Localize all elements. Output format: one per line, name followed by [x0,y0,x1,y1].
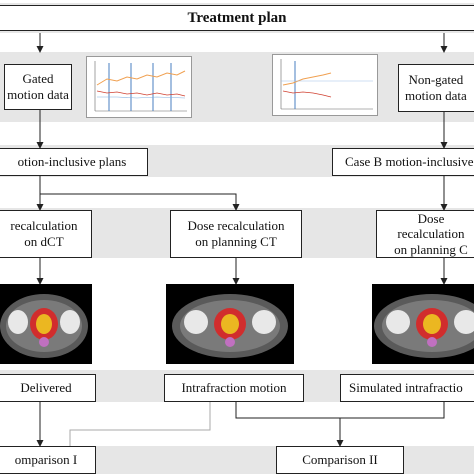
ct-image-simulated [372,284,474,364]
band-motion-data [0,52,474,122]
comparison-1-box: omparison I [0,446,96,474]
dose-recalculation-dct-box: recalculation on dCT [0,210,92,258]
simulated-intrafraction-box: Simulated intrafractio [340,374,474,402]
non-gated-motion-plot [280,59,373,110]
ct-dose-overlay-delivered [0,294,88,358]
faint-connector [69,402,211,446]
dose-recalculation-planning-ct-right-box: Dose recalculation on planning C [376,210,474,258]
delivered-box: Delivered [0,374,96,402]
gated-motion-chart [86,56,192,118]
dose-recalculation-planning-ct-box: Dose recalculation on planning CT [170,210,302,258]
case-b-motion-inclusive-plans-box: Case B motion-inclusive [332,148,474,176]
page-title: Treatment plan [0,5,474,31]
gated-motion-data-box: Gated motion data [4,64,72,110]
case-a-motion-inclusive-plans-box: otion-inclusive plans [0,148,148,176]
ct-image-intrafraction [166,284,294,364]
intrafraction-motion-box: Intrafraction motion [164,374,304,402]
gated-motion-plot [94,61,187,112]
ct-dose-overlay-intrafraction [172,294,288,358]
non-gated-motion-chart [272,54,378,116]
bracket-mid-right [235,402,445,419]
non-gated-motion-data-box: Non-gated motion data [398,64,474,112]
ct-dose-overlay-simulated [374,294,474,358]
ct-image-delivered [0,284,92,364]
comparison-2-box: Comparison II [276,446,404,474]
